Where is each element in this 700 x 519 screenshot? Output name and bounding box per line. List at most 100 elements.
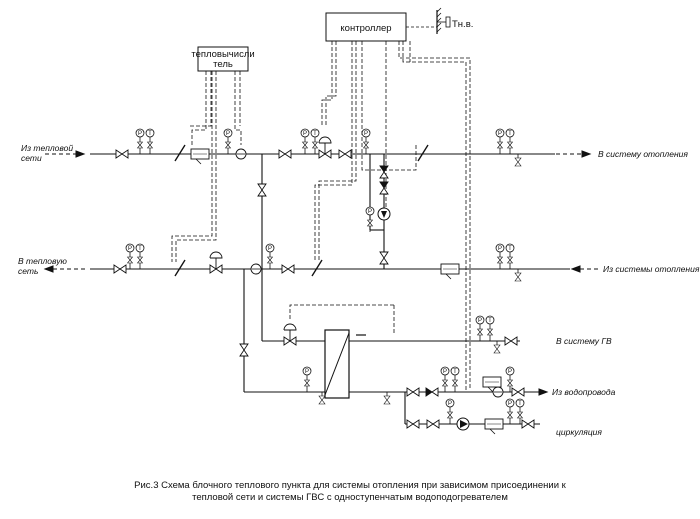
svg-text:Р: Р: [368, 209, 372, 215]
label-supply-in-1: Из тепловой: [21, 143, 73, 153]
svg-text:Р: Р: [268, 246, 272, 252]
heat-meter-label-2: тель: [213, 59, 233, 70]
pump-loop-valve-1: [379, 165, 389, 179]
controller-box: контроллер: [325, 12, 407, 42]
hw-out-thermometer: Т: [485, 315, 495, 341]
label-circulation: циркуляция: [556, 427, 602, 437]
cold-water-valve-1: [406, 387, 420, 397]
return-strainer: [440, 263, 460, 280]
circulation-strainer: [484, 418, 504, 435]
circulation-pressure-gauge: Р: [445, 398, 455, 424]
svg-text:Р: Р: [498, 246, 502, 252]
hw-primary-pressure-gauge: Р: [302, 366, 312, 392]
supply-mid-thermometer: Т: [310, 128, 320, 154]
label-cold-water-in: Из водопровода: [552, 387, 616, 397]
svg-text:Т: Т: [488, 318, 492, 324]
supply-strainer: [190, 148, 210, 165]
svg-text:Т: Т: [453, 369, 457, 375]
label-heating-out: В систему отопления: [598, 149, 688, 159]
signal-lines: [171, 41, 471, 390]
hw-out-valve: [504, 336, 518, 346]
hw-control-valve: [283, 323, 297, 341]
hw-out-drain: [493, 341, 501, 354]
svg-text:Р: Р: [303, 131, 307, 137]
return-outlet-pressure-gauge: Р: [125, 243, 135, 269]
return-temperature-sensor: [174, 259, 186, 277]
label-supply-in-2: сети: [21, 153, 42, 163]
svg-text:Р: Р: [508, 369, 512, 375]
return-pressure-gauge-2: Р: [265, 243, 275, 269]
svg-text:Т: Т: [313, 131, 317, 137]
hw-control-valve-body: [283, 336, 297, 346]
pump-pressure-gauge: Р: [365, 206, 375, 232]
circulation-valve-1: [406, 419, 420, 429]
heat-meter-box: тепловычисли тель: [191, 46, 255, 72]
heating-out-drain: [514, 154, 522, 167]
controller-label: контроллер: [340, 23, 391, 34]
cold-water-valve-2: [425, 387, 439, 397]
pump-loop-valve-3: [379, 251, 389, 265]
supply-pressure-gauge-2: Р: [223, 128, 233, 154]
heating-control-valve: [318, 136, 332, 154]
caption-line-2: тепловой сети и системы ГВС с одноступен…: [192, 492, 508, 503]
supply-valve-2: [278, 149, 292, 159]
svg-text:Р: Р: [478, 318, 482, 324]
heating-circulation-pump: [377, 207, 391, 221]
svg-text:Р: Р: [138, 131, 142, 137]
svg-text:Т: Т: [508, 131, 512, 137]
cold-water-valve-3: [511, 387, 525, 397]
heating-out-thermometer: Т: [505, 128, 515, 154]
circulation-valve-2: [426, 419, 440, 429]
label-heating-return-in: Из системы отопления: [603, 264, 700, 274]
return-pressure-regulator-body: [209, 264, 223, 274]
heating-out-pressure-gauge: Р: [495, 128, 505, 154]
heating-supply-temperature-sensor: [417, 144, 429, 162]
circulation-thermometer: Т: [515, 398, 525, 424]
svg-text:Т: Т: [138, 246, 142, 252]
circulation-pressure-gauge: Р: [505, 398, 515, 424]
label-return-out-2: сеть: [18, 266, 38, 276]
return-outlet-thermometer: Т: [135, 243, 145, 269]
label-return-out-1: В тепловую: [18, 256, 67, 266]
svg-text:Р: Р: [128, 246, 132, 252]
flow-arrows: [43, 150, 600, 396]
svg-text:Р: Р: [226, 131, 230, 137]
cold-water-drain: [383, 392, 391, 405]
supply-inlet-thermometer: Т: [145, 128, 155, 154]
outdoor-temperature-sensor: Тн.в.: [436, 7, 473, 34]
cold-water-flowmeter: [492, 386, 504, 398]
return-pressure-regulator: [209, 251, 223, 269]
svg-text:Р: Р: [498, 131, 502, 137]
supply-mid-pressure-gauge: Р: [300, 128, 310, 154]
label-hot-water-out: В систему ГВ: [556, 336, 612, 346]
heating-return-pressure-gauge: Р: [495, 243, 505, 269]
svg-text:Р: Р: [364, 131, 368, 137]
outdoor-sensor-label: Тн.в.: [452, 19, 473, 30]
return-flowmeter: [250, 263, 262, 275]
caption-line-1: Рис.3 Схема блочного теплового пункта дл…: [134, 480, 566, 491]
supply-inlet-pressure-gauge: Р: [135, 128, 145, 154]
heating-return-thermometer: Т: [505, 243, 515, 269]
cold-water-strainer: [482, 376, 502, 393]
svg-text:Т: Т: [508, 246, 512, 252]
hw-return-valve: [239, 343, 249, 357]
svg-text:Р: Р: [448, 401, 452, 407]
hw-primary-drain: [318, 392, 326, 405]
supply-valve-3: [338, 149, 352, 159]
circulation-valve-3: [521, 419, 535, 429]
cold-water-pressure-gauge: Р: [440, 366, 450, 392]
svg-text:Р: Р: [443, 369, 447, 375]
circulation-pump: [456, 417, 470, 431]
figure-caption: Рис.3 Схема блочного теплового пункта дл…: [0, 480, 700, 504]
supply-flowmeter: [235, 148, 247, 160]
mixing-pressure-gauge: Р: [361, 128, 371, 154]
heating-return-temperature-sensor: [311, 259, 323, 277]
return-valve-2: [281, 264, 295, 274]
supply-inlet-valve: [115, 149, 129, 159]
supply-temperature-sensor: [174, 144, 186, 162]
heating-return-drain: [514, 269, 522, 282]
hw-out-pressure-gauge: Р: [475, 315, 485, 341]
cold-water-thermometer: Т: [450, 366, 460, 392]
